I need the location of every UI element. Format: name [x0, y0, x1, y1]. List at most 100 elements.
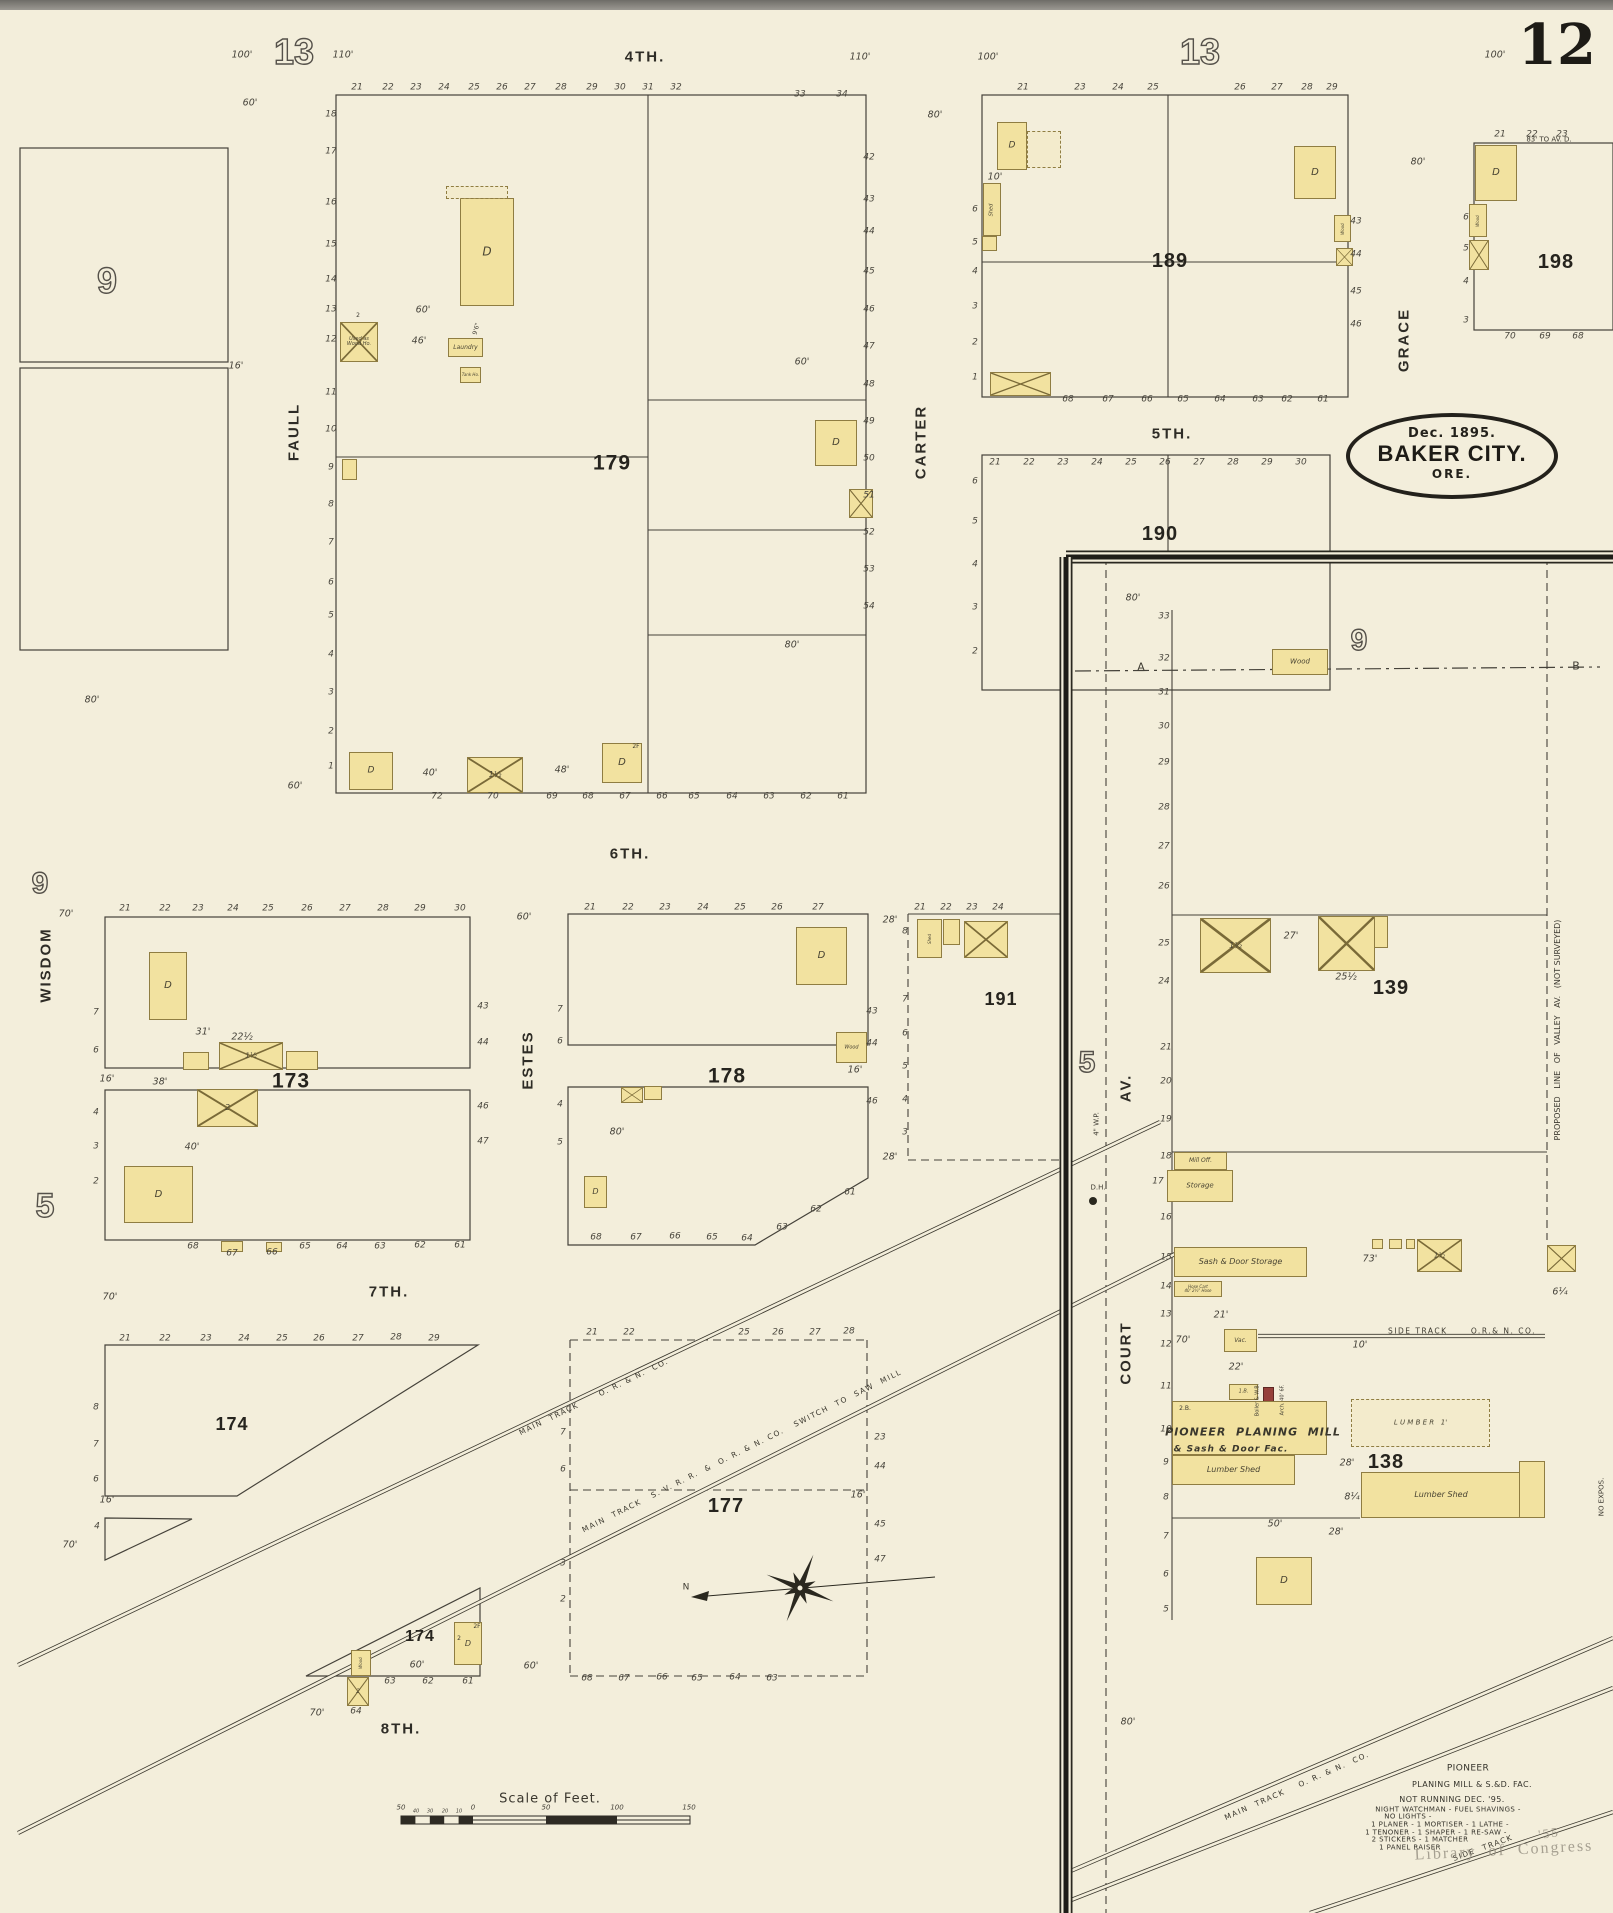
measurement-label: 100 — [610, 1803, 624, 1812]
block-outline — [981, 454, 1331, 691]
lot-number: 24 — [697, 902, 709, 913]
building: Wood — [1334, 215, 1351, 242]
lot-number: 4 — [557, 1099, 563, 1110]
lot-number: 28 — [555, 82, 567, 93]
crossed-x-mark — [468, 758, 522, 792]
lot-number: 21 — [1494, 129, 1506, 140]
map-annotation: NO EXPOS. — [1597, 1477, 1606, 1517]
compass-ray — [800, 1581, 816, 1589]
lot-number: 61 — [837, 791, 849, 802]
lot-number: 67 — [226, 1248, 238, 1259]
lot-number: 13 — [1160, 1309, 1172, 1320]
compass-north-arrow — [691, 1591, 709, 1601]
block-number: 177 — [707, 1495, 745, 1517]
block-number: 179 — [592, 451, 632, 475]
scale-bar-segment — [546, 1816, 617, 1824]
block-number: 174 — [405, 1628, 435, 1645]
lot-number: 10 — [325, 424, 337, 435]
building: Mill Off. — [1174, 1152, 1227, 1170]
building-label: D — [1280, 1574, 1288, 1586]
lot-number: 7 — [560, 1427, 566, 1438]
mill-note-line: PIONEER — [1446, 1763, 1490, 1774]
lot-number: 6 — [328, 577, 334, 588]
lot-number: 30 — [1295, 457, 1307, 468]
lot-number: 3 — [560, 1558, 566, 1569]
building-outbuilding-crossed: 2 — [347, 1677, 369, 1706]
lot-number: 22 — [622, 902, 634, 913]
mill-note-line: 1 PLANER - 1 MORTISER - 1 LATHE - — [1371, 1820, 1509, 1829]
lot-number: 22 — [159, 1333, 171, 1344]
lot-number: 28 — [390, 1332, 402, 1343]
street-name: 5TH. — [1151, 425, 1193, 443]
lot-number: 51 — [863, 490, 875, 501]
lot-number: 27 — [524, 82, 536, 93]
measurement-label: 28' — [1328, 1526, 1344, 1538]
lot-number: 68 — [581, 1673, 593, 1684]
lot-number: 5 — [328, 610, 334, 621]
lot-number: 45 — [863, 266, 875, 277]
measurement-label: 27' — [1283, 930, 1299, 942]
lot-number: 68 — [582, 791, 594, 802]
block-outline — [567, 913, 869, 1046]
lot-number: 14 — [325, 274, 337, 285]
lot-number: 7 — [93, 1439, 99, 1450]
lot-number: 7 — [1163, 1531, 1169, 1542]
crossed-x-mark — [341, 323, 377, 361]
lot-number: 64 — [726, 791, 738, 802]
adjacent-sheet-number: 13 — [1179, 31, 1221, 72]
building-label: 1.B. — [1238, 1388, 1249, 1395]
mill-note-line: 2 STICKERS - 1 MATCHER — [1371, 1835, 1469, 1844]
lot-number: 26 — [301, 903, 313, 914]
building-label: Mill Off. — [1188, 1156, 1213, 1164]
lot-number: 5 — [972, 237, 978, 248]
lot-number: 12 — [1160, 1339, 1172, 1350]
lot-number: 33 — [794, 89, 806, 100]
lot-number: 43 — [863, 194, 875, 205]
measurement-label: 60' — [523, 1660, 539, 1672]
scale-bar-segment — [401, 1816, 416, 1824]
measurement-label: 38' — [152, 1076, 168, 1088]
lot-number: 28 — [1158, 802, 1170, 813]
lot-number: 6 — [1463, 212, 1469, 223]
lot-number: 5 — [972, 516, 978, 527]
lot-number: 3 — [902, 1127, 908, 1138]
lot-number: 46 — [1350, 319, 1362, 330]
compass-ray — [784, 1587, 800, 1595]
block-number: 189 — [1151, 250, 1189, 272]
lot-number: 25 — [734, 902, 746, 913]
compass-ray — [786, 1588, 801, 1622]
lot-number: 49 — [863, 416, 875, 427]
measurement-label: 16' — [228, 360, 244, 372]
building-outbuilding-crossed: 1½ — [219, 1042, 283, 1070]
map-annotation: PROPOSED LINE OF VALLEY AV. (NOT SURVEYE… — [1553, 919, 1562, 1141]
block-number: 138 — [1367, 1451, 1405, 1473]
street-name: 6TH. — [609, 845, 651, 863]
measurement-label: 30 — [426, 1808, 434, 1815]
lot-number: 4 — [1463, 276, 1469, 287]
lot-number: 4 — [93, 1107, 99, 1118]
map-annotation: Arch. 40' 6F. — [1279, 1384, 1286, 1416]
lot-number: 63 — [766, 1673, 778, 1684]
lot-number: 4 — [972, 266, 978, 277]
lot-number: 16 — [325, 197, 337, 208]
street-name: WISDOM — [37, 927, 55, 1003]
lot-number: 21 — [119, 903, 131, 914]
lot-number: 61 — [462, 1676, 474, 1687]
lot-number: 68 — [187, 1241, 199, 1252]
measurement-label: 80' — [84, 694, 100, 706]
measurement-label: 60' — [794, 356, 810, 368]
adjacent-sheet-number: 13 — [273, 31, 315, 72]
measurement-label: 100' — [231, 49, 253, 61]
lot-number: 28 — [1301, 82, 1313, 93]
map-annotation: Boiler & W.B. — [1254, 1383, 1261, 1417]
building: D — [349, 752, 393, 790]
lot-number: 4 — [94, 1521, 100, 1532]
compass-ray — [799, 1554, 814, 1588]
measurement-label: 0 — [470, 1803, 476, 1812]
lot-number: 63 — [384, 1676, 396, 1687]
building-label: D — [1492, 166, 1500, 178]
lot-number: 44 — [1350, 249, 1362, 260]
building-label: 1½ — [1433, 1250, 1446, 1259]
crossed-x-mark — [991, 373, 1050, 395]
lot-number: 33 — [1158, 611, 1170, 622]
